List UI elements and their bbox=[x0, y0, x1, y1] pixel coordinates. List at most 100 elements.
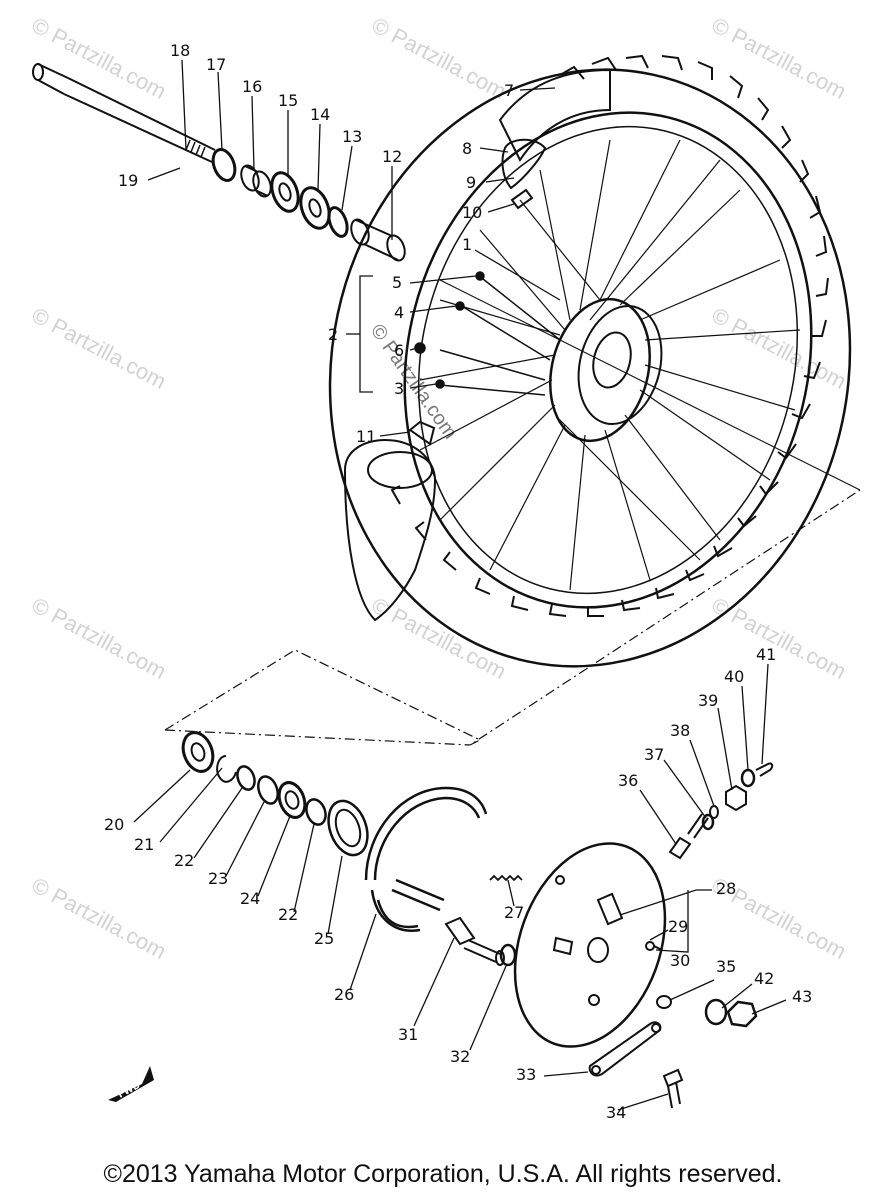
callout-numbers: 1 2 3 4 5 6 7 8 9 10 11 12 13 14 15 16 1… bbox=[104, 41, 812, 1122]
callout-1: 1 bbox=[462, 235, 472, 254]
callout-6: 6 bbox=[394, 341, 404, 360]
callout-41: 41 bbox=[756, 645, 776, 664]
callout-31: 31 bbox=[398, 1025, 418, 1044]
callout-37: 37 bbox=[644, 745, 664, 764]
watermark: © Partzilla.com bbox=[708, 302, 851, 394]
callout-30: 30 bbox=[670, 951, 690, 970]
axle-centerline bbox=[439, 279, 861, 491]
callout-11: 11 bbox=[356, 427, 376, 446]
callout-9: 9 bbox=[466, 173, 476, 192]
spacer-sleeve bbox=[350, 218, 406, 262]
callout-33: 33 bbox=[516, 1065, 536, 1084]
watermark: © Partzilla.com bbox=[28, 872, 171, 964]
watermark: © Partzilla.com bbox=[28, 302, 171, 394]
cam-lever bbox=[588, 1021, 662, 1077]
callout-27: 27 bbox=[504, 903, 524, 922]
cotter-pin bbox=[755, 762, 774, 777]
watermark: © Partzilla.com bbox=[368, 12, 511, 104]
callout-25: 25 bbox=[314, 929, 334, 948]
circlip bbox=[216, 755, 237, 783]
callout-16: 16 bbox=[242, 77, 262, 96]
callout-36: 36 bbox=[618, 771, 638, 790]
callout-7: 7 bbox=[504, 81, 514, 100]
brake-spring bbox=[489, 874, 523, 882]
adjusting-nut bbox=[725, 784, 747, 812]
locknut bbox=[740, 768, 756, 788]
bearing bbox=[299, 186, 331, 230]
spacer bbox=[240, 164, 272, 198]
axle bbox=[32, 63, 216, 163]
washer bbox=[709, 805, 719, 819]
tire-outer bbox=[328, 68, 852, 668]
watermark: © Partzilla.com bbox=[28, 12, 171, 104]
callout-21: 21 bbox=[134, 835, 154, 854]
callout-42: 42 bbox=[754, 969, 774, 988]
wheel-hub-bore bbox=[592, 331, 632, 389]
wheel-assembly bbox=[328, 54, 861, 668]
callout-2: 2 bbox=[328, 325, 338, 344]
callout-38: 38 bbox=[670, 721, 690, 740]
callout-29: 29 bbox=[668, 917, 688, 936]
callout-28: 28 bbox=[716, 879, 736, 898]
rim-band bbox=[510, 188, 534, 210]
callout-12: 12 bbox=[382, 147, 402, 166]
callout-4: 4 bbox=[394, 303, 404, 322]
callout-24: 24 bbox=[240, 889, 260, 908]
spoke-set bbox=[414, 271, 561, 396]
bearing bbox=[181, 731, 215, 773]
callout-17: 17 bbox=[206, 55, 226, 74]
watermark: © Partzilla.com bbox=[708, 12, 851, 104]
callout-3: 3 bbox=[394, 379, 404, 398]
copyright-footer: ©2013 Yamaha Motor Corporation, U.S.A. A… bbox=[103, 1160, 783, 1188]
callout-15: 15 bbox=[278, 91, 298, 110]
tube bbox=[501, 138, 547, 190]
forward-direction-arrow: FWD bbox=[108, 1066, 154, 1102]
fwd-label: FWD bbox=[117, 1081, 142, 1101]
callout-19: 19 bbox=[118, 171, 138, 190]
front-wheel-parts-diagram: © Partzilla.com © Partzilla.com © Partzi… bbox=[28, 12, 861, 1122]
callout-23: 23 bbox=[208, 869, 228, 888]
brake-plate bbox=[513, 842, 667, 1048]
axle-parts bbox=[32, 63, 406, 262]
washer bbox=[656, 995, 672, 1009]
callout-leaders bbox=[133, 59, 787, 1111]
oil-seal bbox=[327, 206, 349, 238]
washer bbox=[305, 798, 327, 826]
callout-26: 26 bbox=[334, 985, 354, 1004]
watermark: © Partzilla.com bbox=[368, 592, 511, 684]
lever-bolt bbox=[662, 1068, 684, 1109]
cable-adjuster bbox=[668, 813, 709, 860]
o-ring bbox=[701, 813, 715, 831]
callout-13: 13 bbox=[342, 127, 362, 146]
brake-shoes bbox=[364, 786, 488, 932]
brake-plate-bolt bbox=[645, 941, 663, 951]
axle-nut bbox=[726, 1000, 758, 1028]
assembly-leader-lines bbox=[164, 489, 861, 746]
tube-and-band bbox=[498, 68, 611, 210]
callout-14: 14 bbox=[310, 105, 330, 124]
brake-cam bbox=[444, 916, 505, 966]
wheel-hub bbox=[549, 297, 651, 443]
axle-collar bbox=[211, 148, 237, 182]
callout-34: 34 bbox=[606, 1103, 626, 1122]
washer bbox=[257, 775, 279, 805]
wheel-spokes bbox=[419, 139, 801, 591]
seal-ring bbox=[327, 799, 369, 857]
watermark: © Partzilla.com bbox=[28, 592, 171, 684]
tire-section-cutaway bbox=[343, 420, 437, 622]
callout-18: 18 bbox=[170, 41, 190, 60]
callout-8: 8 bbox=[462, 139, 472, 158]
callout-39: 39 bbox=[698, 691, 718, 710]
callout-35: 35 bbox=[716, 957, 736, 976]
wheel-rim-inner bbox=[417, 125, 799, 595]
callout-43: 43 bbox=[792, 987, 812, 1006]
callout-10: 10 bbox=[462, 203, 482, 222]
callout-32: 32 bbox=[450, 1047, 470, 1066]
tire-tube-section bbox=[498, 68, 611, 162]
watermark: © Partzilla.com bbox=[366, 320, 461, 443]
callout-22b: 22 bbox=[278, 905, 298, 924]
washer bbox=[236, 765, 256, 791]
brake-parts bbox=[181, 731, 774, 1109]
washer bbox=[704, 998, 728, 1026]
bearing bbox=[270, 171, 300, 213]
